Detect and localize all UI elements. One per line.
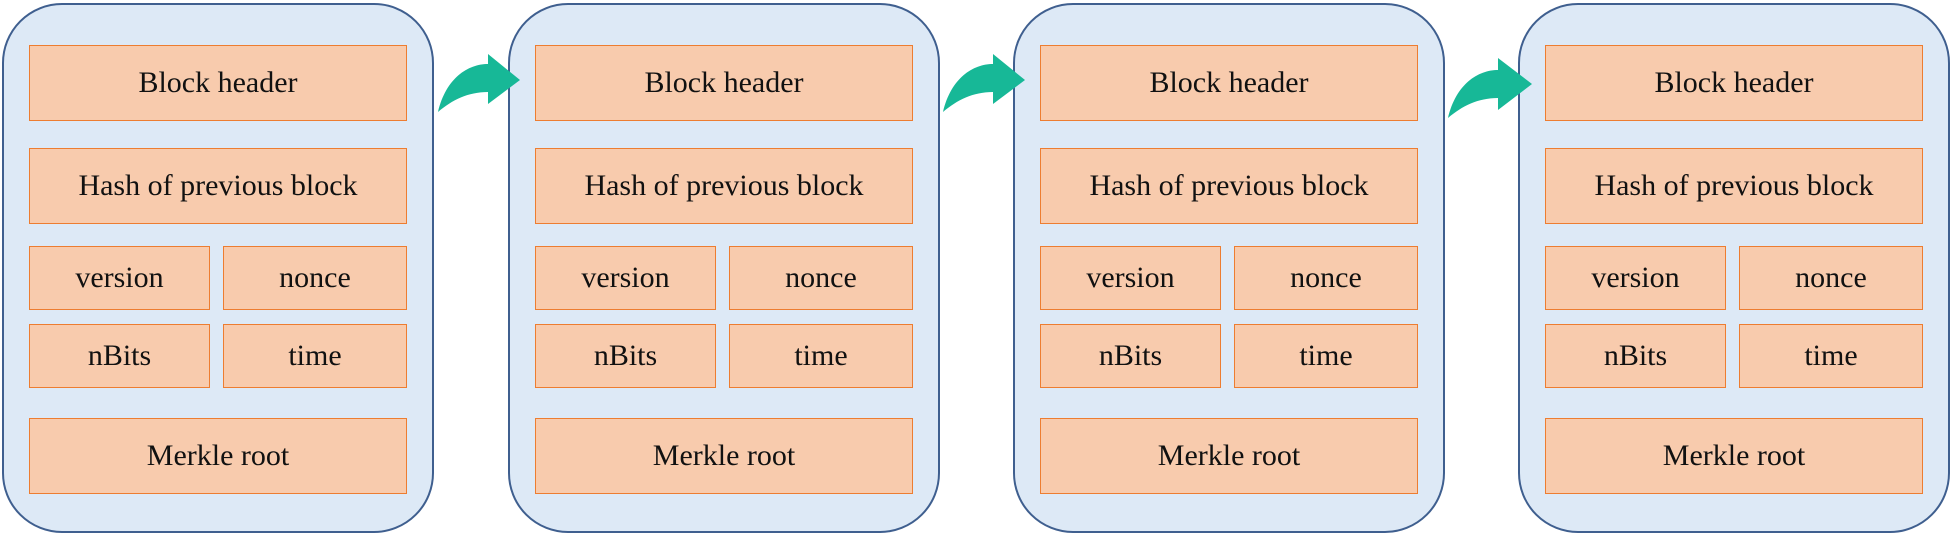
merkle-root-field: Merkle root [1545, 418, 1923, 494]
hash-previous-block-field: Hash of previous block [1040, 148, 1418, 224]
merkle-root-field: Merkle root [29, 418, 407, 494]
merkle-root-field: Merkle root [535, 418, 913, 494]
block-2: Block header Hash of previous block vers… [508, 3, 940, 533]
version-field: version [29, 246, 210, 310]
block-4: Block header Hash of previous block vers… [1518, 3, 1950, 533]
nonce-field: nonce [729, 246, 913, 310]
block-header-field: Block header [29, 45, 407, 121]
time-field: time [223, 324, 407, 388]
block-3: Block header Hash of previous block vers… [1013, 3, 1445, 533]
nbits-field: nBits [29, 324, 210, 388]
hash-previous-block-field: Hash of previous block [535, 148, 913, 224]
merkle-root-field: Merkle root [1040, 418, 1418, 494]
block-header-field: Block header [1040, 45, 1418, 121]
nonce-field: nonce [1739, 246, 1923, 310]
block-header-field: Block header [1545, 45, 1923, 121]
nbits-field: nBits [1040, 324, 1221, 388]
time-field: time [1234, 324, 1418, 388]
version-field: version [1545, 246, 1726, 310]
block-header-field: Block header [535, 45, 913, 121]
block-1: Block header Hash of previous block vers… [2, 3, 434, 533]
nbits-field: nBits [1545, 324, 1726, 388]
hash-previous-block-field: Hash of previous block [29, 148, 407, 224]
version-field: version [535, 246, 716, 310]
version-field: version [1040, 246, 1221, 310]
nonce-field: nonce [223, 246, 407, 310]
time-field: time [729, 324, 913, 388]
nbits-field: nBits [535, 324, 716, 388]
nonce-field: nonce [1234, 246, 1418, 310]
time-field: time [1739, 324, 1923, 388]
hash-previous-block-field: Hash of previous block [1545, 148, 1923, 224]
